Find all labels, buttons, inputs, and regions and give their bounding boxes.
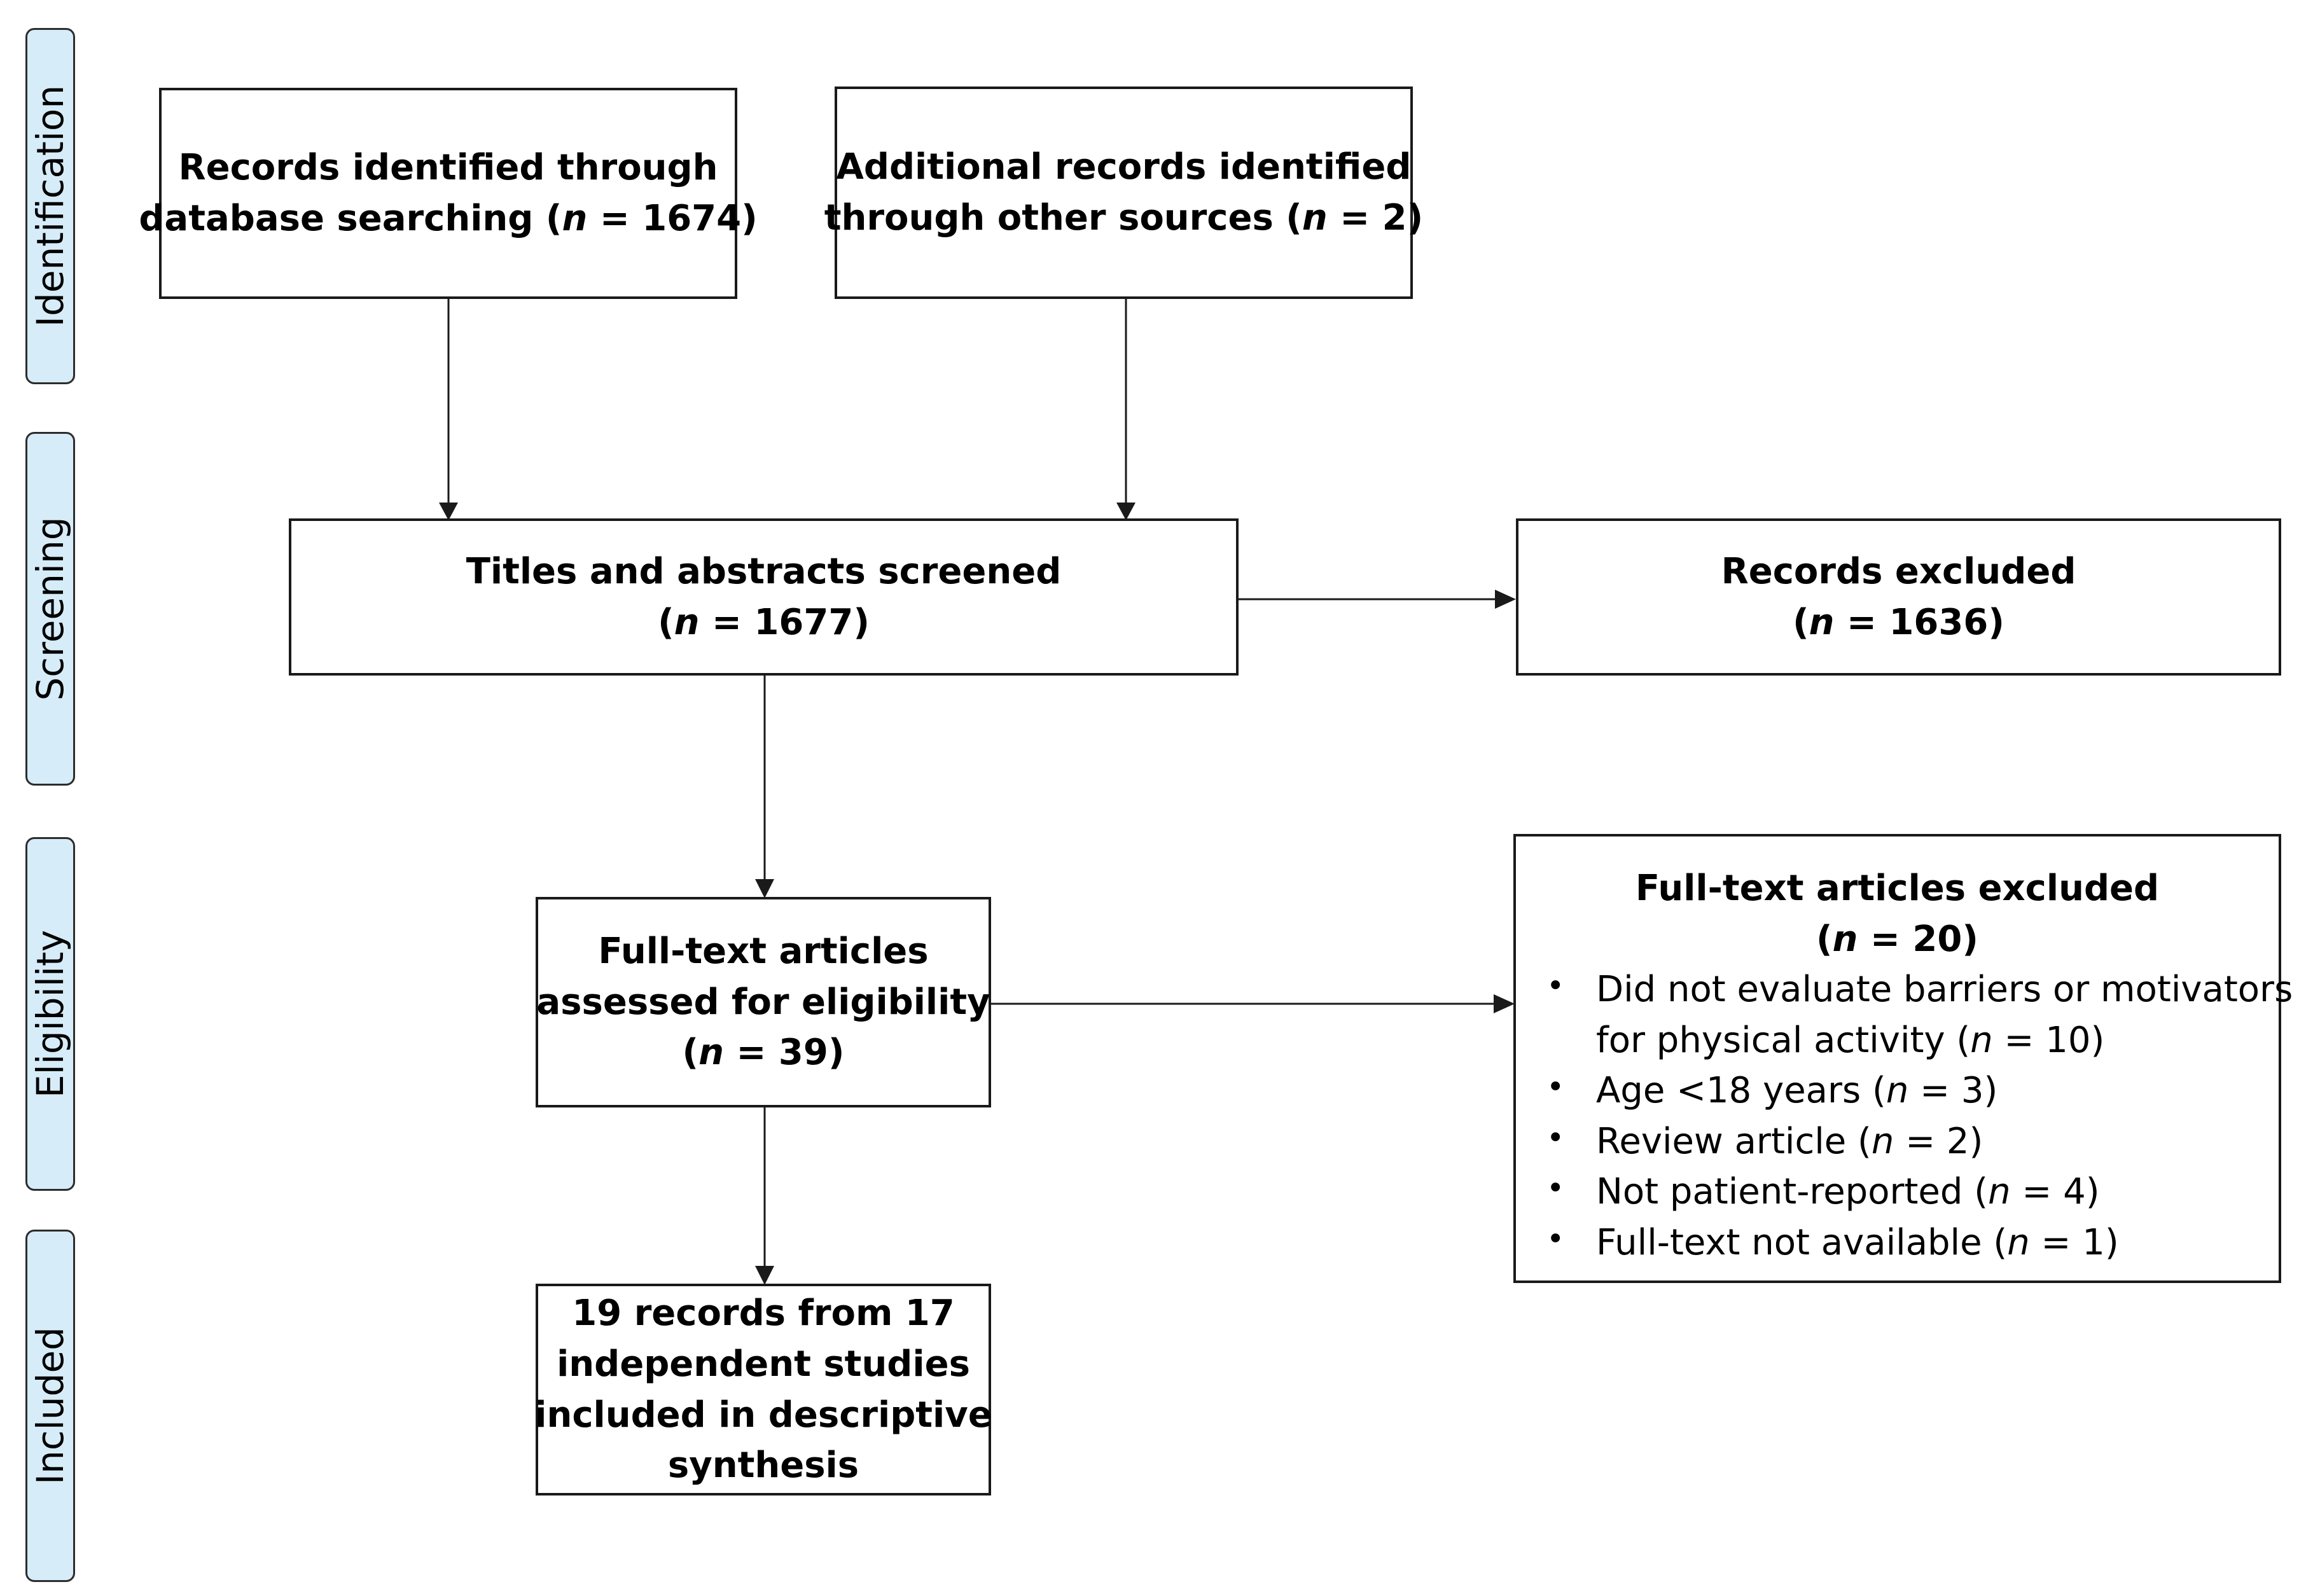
other-line2: through other sources (n = 2) xyxy=(824,197,1424,239)
fulltext-excluded-title: Full-text articles excluded xyxy=(1635,868,2160,909)
included-line2: independent studies xyxy=(557,1343,970,1385)
exclusion-reason: Review article (n = 2) xyxy=(1546,1116,2279,1167)
exclusion-reason: Age <18 years (n = 3) xyxy=(1546,1065,2279,1116)
box-database-records: Records identified through database sear… xyxy=(139,88,758,299)
fulltext-line1: Full-text articles xyxy=(598,931,929,973)
database-line2: database searching (n = 1674) xyxy=(139,198,758,239)
arrowhead-screened-to-fulltext xyxy=(755,879,774,898)
other-line1: Additional records identified xyxy=(836,146,1412,188)
screened-line1: Titles and abstracts screened xyxy=(466,550,1062,592)
arrowhead-other-to-screened xyxy=(1116,503,1136,520)
included-line1: 19 records from 17 xyxy=(572,1293,955,1335)
arrowhead-fulltext-to-excluded xyxy=(1494,994,1515,1013)
exclusion-reasons-list: Did not evaluate barriers or motivatorsf… xyxy=(1516,964,2293,1268)
arrowhead-database-to-screened xyxy=(439,503,458,520)
records-excluded-line1: Records excluded xyxy=(1721,550,2076,592)
arrowhead-fulltext-to-included xyxy=(755,1266,774,1285)
box-fulltext-excluded: Full-text articles excluded (n = 20) Did… xyxy=(1513,834,2293,1283)
box-included-studies: 19 records from 17 independent studies i… xyxy=(534,1284,992,1495)
exclusion-reason: Did not evaluate barriers or motivatorsf… xyxy=(1546,964,2293,1065)
screened-line2: (n = 1677) xyxy=(658,601,870,643)
fulltext-line2: assessed for eligibility xyxy=(536,981,990,1023)
records-excluded-line2: (n = 1636) xyxy=(1793,601,2004,643)
box-records-excluded: Records excluded (n = 1636) xyxy=(1516,518,2281,676)
exclusion-reason: Not patient-reported (n = 4) xyxy=(1546,1167,2279,1218)
phase-identification: Identification xyxy=(25,28,75,384)
fulltext-line3: (n = 39) xyxy=(682,1032,845,1074)
arrowhead-screened-to-excluded xyxy=(1495,590,1516,609)
included-line4: synthesis xyxy=(667,1445,859,1487)
exclusion-reason: Full-text not available (n = 1) xyxy=(1546,1218,2279,1268)
box-other-sources: Additional records identified through ot… xyxy=(824,87,1423,299)
phase-included: Included xyxy=(25,1230,75,1582)
phase-eligibility: Eligibility xyxy=(25,837,75,1191)
phase-screening: Screening xyxy=(25,432,75,786)
database-line1: Records identified through xyxy=(178,147,718,189)
fulltext-excluded-total: (n = 20) xyxy=(1816,918,1978,960)
box-titles-abstracts-screened: Titles and abstracts screened (n = 1677) xyxy=(289,518,1239,676)
box-fulltext-assessed: Full-text articles assessed for eligibil… xyxy=(536,897,991,1107)
included-line3: included in descriptive xyxy=(534,1394,992,1436)
